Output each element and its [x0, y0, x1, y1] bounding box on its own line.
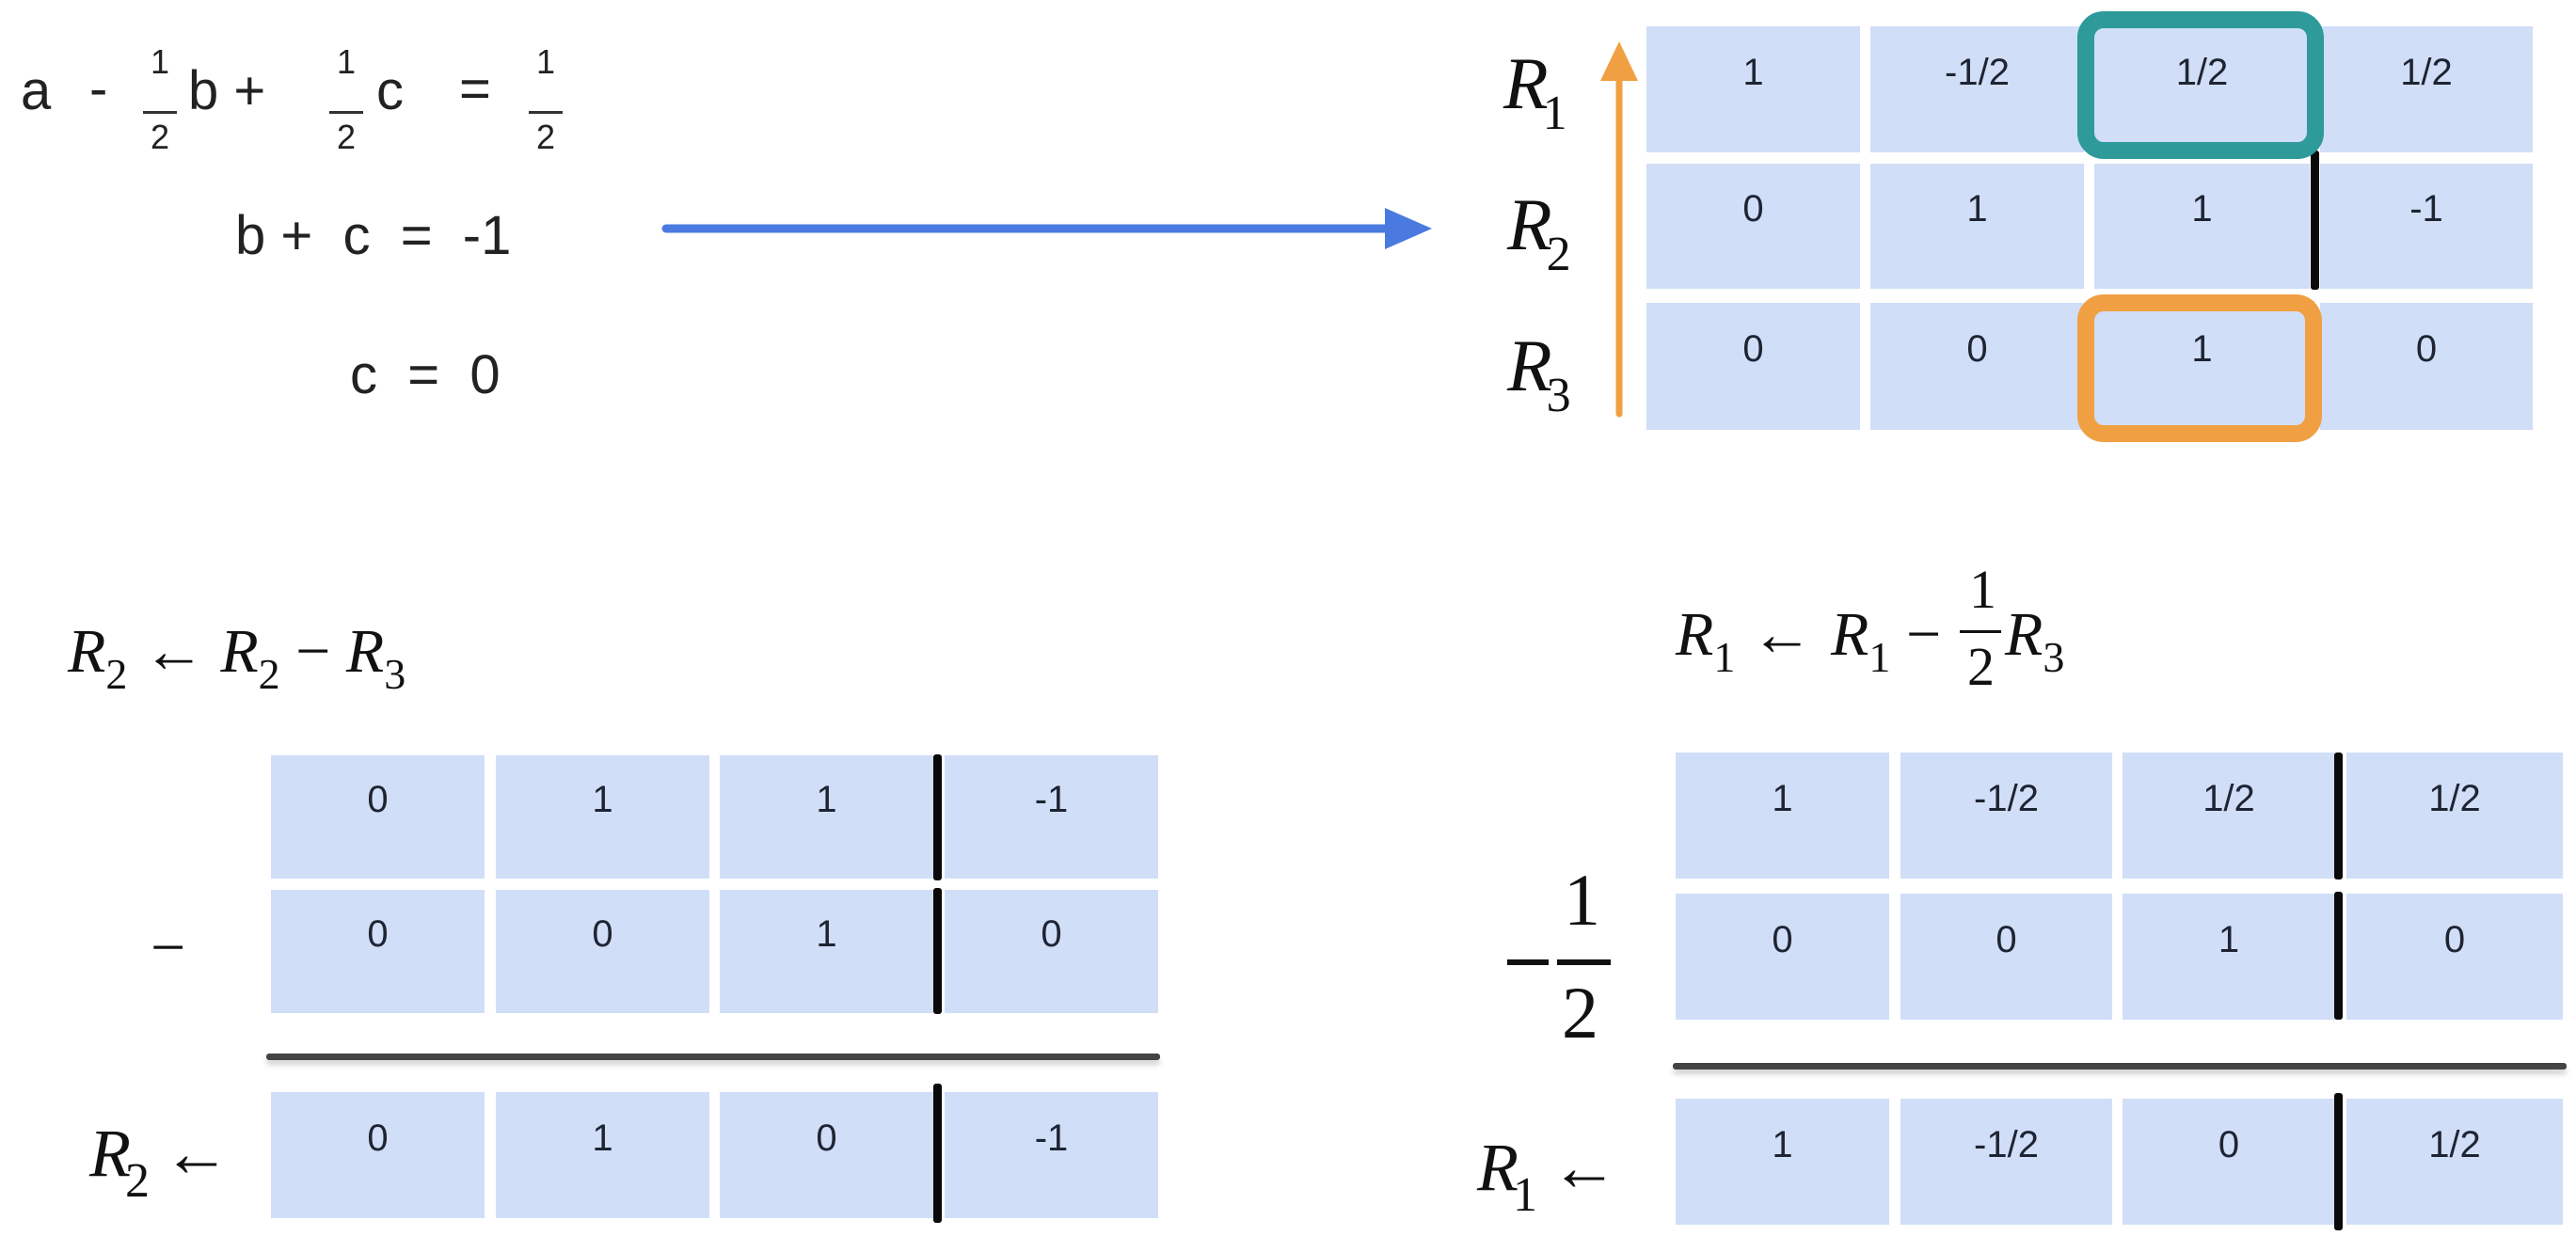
op-right-cell: 1: [2123, 894, 2335, 1020]
eq1-frac1-num: 1: [150, 42, 170, 81]
eq1-rhs-num: 1: [535, 42, 556, 81]
op-right-cell: 0: [2346, 894, 2563, 1020]
eq1-frac1-den: 2: [150, 118, 170, 156]
op-left-cell: 1: [720, 890, 933, 1013]
op-right-result-cell: 1: [1676, 1099, 1889, 1225]
matrix-top-cell: 1: [2094, 164, 2310, 289]
matrix-top-cell: 1/2: [2320, 26, 2533, 152]
op-right-cell: 0: [1676, 894, 1889, 1020]
eq1-rhs-bar: [529, 111, 563, 114]
matrix-top-cell: 0: [1646, 303, 1860, 430]
eq1-a: a: [21, 60, 52, 121]
op-right-cell: 1/2: [2123, 753, 2335, 879]
op-left-sum-line: [266, 1054, 1160, 1060]
orange-highlight-box: [2077, 294, 2322, 442]
op-right-cell: 0: [1900, 894, 2112, 1020]
op-left-cell: 0: [271, 755, 485, 879]
augment-divider: [2334, 892, 2343, 1020]
row-label-r1: R1: [1503, 42, 1567, 140]
op-left-cell: 1: [496, 755, 709, 879]
augment-divider: [933, 888, 942, 1014]
eq1-frac2-num: 1: [336, 42, 357, 81]
op-left-cell: 1: [720, 755, 933, 879]
eq1-frac2-den: 2: [336, 118, 357, 156]
augment-divider: [2334, 1093, 2343, 1230]
op-left-cell: 0: [496, 890, 709, 1013]
op-left-cell: 0: [271, 890, 485, 1013]
eq1-b-plus: b +: [188, 60, 266, 121]
matrix-top-cell: 1: [1870, 164, 2084, 289]
op-right-result-cell: 1/2: [2346, 1099, 2563, 1225]
eq2: b + c = -1: [235, 205, 512, 266]
augment-divider: [2334, 753, 2343, 879]
multiplier-num: 1: [1564, 859, 1600, 941]
op-left-formula: R2 ← R2 − R3: [68, 617, 406, 698]
op-right-result-label: R1←: [1477, 1130, 1618, 1222]
op-left-cell: -1: [945, 755, 1158, 879]
op-right-result-cell: 0: [2123, 1099, 2335, 1225]
row-label-r2: R2: [1507, 183, 1571, 281]
augment-divider: [933, 754, 942, 880]
matrix-top-cell: 1/2: [2094, 26, 2310, 152]
teal-highlight-box: [2077, 11, 2324, 159]
matrix-top-cell: -1: [2320, 164, 2533, 289]
op-left-result-cell: 1: [496, 1092, 709, 1218]
op-right-cell: 1/2: [2346, 753, 2563, 879]
multiplier-minus: [1507, 959, 1549, 965]
matrix-top-cell: 1: [2094, 303, 2310, 430]
fraction-bar: [1960, 630, 2001, 633]
eq1-rhs-den: 2: [535, 118, 556, 156]
eq3: c = 0: [350, 344, 501, 405]
op-right-cell: -1/2: [1900, 753, 2112, 879]
op-left-minus-sign: −: [151, 913, 186, 982]
eq1-minus: -: [89, 58, 108, 119]
eq1-c: c: [376, 60, 404, 121]
augment-divider: [933, 1084, 942, 1223]
op-right-sum-line: [1673, 1063, 2567, 1070]
eq1-equals: =: [459, 58, 491, 119]
eq1-frac1-bar: [143, 111, 177, 114]
augment-divider: [2311, 151, 2319, 290]
matrix-top-cell: 1: [1646, 26, 1860, 152]
matrix-top-cell: 0: [2320, 303, 2533, 430]
op-right-cell: 1: [1676, 753, 1889, 879]
op-left-cell: 0: [945, 890, 1158, 1013]
orange-up-arrow-icon: [1600, 41, 1638, 418]
eq1-frac2-bar: [329, 111, 363, 114]
multiplier-bar: [1557, 959, 1611, 965]
multiplier-den: 2: [1562, 972, 1598, 1054]
row-label-r3: R3: [1507, 325, 1571, 422]
op-left-result-cell: 0: [271, 1092, 485, 1218]
op-left-result-cell: -1: [945, 1092, 1158, 1218]
op-left-result-label: R2←: [89, 1116, 231, 1208]
matrix-top-cell: 0: [1870, 303, 2084, 430]
matrix-top-cell: -1/2: [1870, 26, 2084, 152]
blue-right-arrow-icon: [661, 208, 1432, 249]
matrix-top-cell: 0: [1646, 164, 1860, 289]
op-left-result-cell: 0: [720, 1092, 933, 1218]
op-right-result-cell: -1/2: [1900, 1099, 2112, 1225]
